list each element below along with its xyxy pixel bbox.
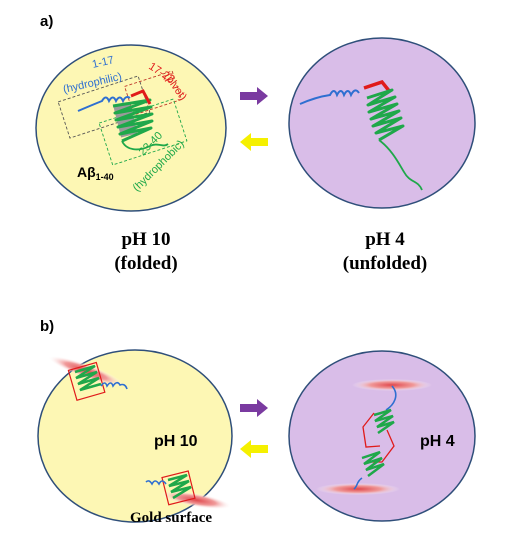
panel-a-label: a) xyxy=(40,13,53,30)
arrow-right-icon xyxy=(240,87,268,105)
red-pivot-unfolded xyxy=(363,79,392,94)
arrow-left-icon-b xyxy=(240,440,268,458)
gold-surface-icon-top-right xyxy=(352,379,432,391)
unfolded-state-label: (unfolded) xyxy=(343,253,427,274)
arrow-left-icon xyxy=(240,133,268,151)
hydrophobic-box xyxy=(98,98,188,166)
green-helix-unfolded xyxy=(366,88,405,142)
gold-surface-label: Gold surface xyxy=(130,510,212,526)
adsorbed-peptide-top xyxy=(67,361,128,401)
green-helix xyxy=(112,98,154,143)
unfolded-ph-label: pH 4 xyxy=(365,229,405,250)
blue-segment xyxy=(77,96,131,112)
segment-1-range: 1-17 xyxy=(91,54,115,71)
folded-state-label: (folded) xyxy=(114,253,177,274)
adsorbed-peptide-bottom xyxy=(145,470,196,506)
unfolded-peptide-icon xyxy=(299,79,423,191)
peptide-label-base: Aβ xyxy=(77,164,96,180)
folded-peptide-icon xyxy=(77,89,169,151)
arrow-right-icon-b xyxy=(240,399,268,417)
red-pivot xyxy=(130,89,152,105)
gold-ph4-label: pH 4 xyxy=(420,433,455,450)
folded-ph-label: pH 10 xyxy=(121,229,170,250)
stretched-peptide-pair xyxy=(353,385,397,490)
green-tail xyxy=(121,140,169,151)
panel-b-label: b) xyxy=(40,318,54,335)
peptide-label: Aβ1-40 xyxy=(77,164,114,182)
gold-ph4-circle xyxy=(288,350,476,522)
pivot-box xyxy=(124,70,182,116)
peptide-label-sub: 1-40 xyxy=(96,172,114,182)
green-tail-unfolded xyxy=(378,139,423,191)
gold-surface-icon-bottom-right xyxy=(316,483,400,495)
gold-ph10-circle xyxy=(37,349,233,523)
gold-ph10-label: pH 10 xyxy=(154,433,198,450)
blue-segment-unfolded xyxy=(299,89,360,105)
